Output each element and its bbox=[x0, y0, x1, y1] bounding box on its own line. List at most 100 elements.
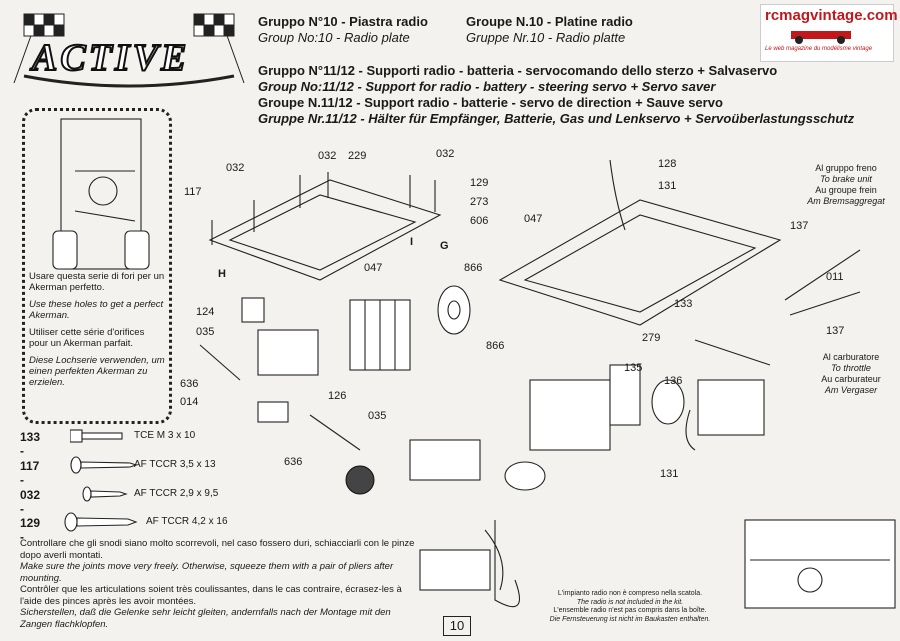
receiver-box-bottom bbox=[419, 549, 491, 591]
receiver-box bbox=[409, 439, 481, 481]
bolt-icon bbox=[70, 429, 123, 443]
callout-032: 032 bbox=[436, 148, 455, 160]
brake-unit-label: Al gruppo freno To brake unit Au groupe … bbox=[796, 163, 896, 207]
callout-128: 128 bbox=[658, 158, 677, 170]
callout-131: 131 bbox=[658, 180, 677, 192]
joints-note: Controllare che gli snodi siano molto sc… bbox=[20, 538, 420, 630]
callout-279: 279 bbox=[642, 332, 661, 344]
callout-H: H bbox=[218, 268, 226, 280]
chassis-bottom-inset bbox=[744, 519, 896, 609]
inset-it: Usare questa serie di fori per un Akerma… bbox=[29, 271, 165, 293]
header-line: Groupe N.11/12 - Support radio - batteri… bbox=[258, 95, 723, 110]
callout-047: 047 bbox=[524, 213, 543, 225]
legend-spec: TCE M 3 x 10 bbox=[134, 430, 196, 441]
callout-124: 124 bbox=[196, 306, 215, 318]
legend-num: 032 - bbox=[20, 488, 41, 516]
callout-G: G bbox=[440, 240, 449, 252]
legend-num: 133 - bbox=[20, 430, 41, 458]
callout-129: 129 bbox=[470, 177, 489, 189]
header-line: Gruppe Nr.11/12 - Hälter für Empfänger, … bbox=[258, 111, 855, 126]
radio-note-it: L'impianto radio non è compreso nella sc… bbox=[557, 590, 703, 597]
header-line: Gruppo N°10 - Piastra radio bbox=[258, 14, 428, 29]
pulley-wheel bbox=[437, 285, 471, 335]
note-en: Make sure the joints move very freely. O… bbox=[20, 561, 394, 584]
throttle-en: To throttle bbox=[831, 363, 871, 373]
radio-not-included-note: L'impianto radio non è compreso nella sc… bbox=[540, 590, 720, 624]
screw-legend: 133 - TCE M 3 x 10 117 - AF TCCR 3,5 x 1… bbox=[20, 429, 250, 544]
legend-spec: AF TCCR 2,9 x 9,5 bbox=[134, 488, 219, 499]
callout-137: 137 bbox=[826, 325, 845, 337]
page-number: 10 bbox=[443, 616, 471, 636]
callout-035: 035 bbox=[196, 326, 215, 338]
callout-133: 133 bbox=[674, 298, 693, 310]
inset-de: Diese Lochserie verwenden, um einen perf… bbox=[29, 355, 165, 388]
throttle-rod bbox=[789, 291, 861, 316]
callout-636: 636 bbox=[284, 456, 303, 468]
badge-title: rcmagvintage.com bbox=[765, 7, 898, 24]
rcmagvintage-badge[interactable]: rcmagvintage.com Le web magazine du modé… bbox=[760, 4, 898, 62]
legend-num: 117 - bbox=[20, 459, 40, 487]
brake-fr: Au groupe frein bbox=[815, 185, 877, 195]
callout-229: 229 bbox=[348, 150, 367, 162]
linkage-rod bbox=[199, 344, 241, 381]
antenna-tube bbox=[609, 159, 626, 231]
callout-866: 866 bbox=[464, 262, 483, 274]
header-line: Group No:11/12 - Support for radio - bat… bbox=[258, 79, 716, 94]
screw-icon bbox=[70, 456, 138, 474]
screw-icon bbox=[82, 486, 128, 502]
callout-606: 606 bbox=[470, 215, 489, 227]
callout-032: 032 bbox=[318, 150, 337, 162]
callout-126: 126 bbox=[328, 390, 347, 402]
callout-866: 866 bbox=[486, 340, 505, 352]
throttle-fr: Au carburateur bbox=[821, 374, 881, 384]
inset-fr: Utiliser cette série d'orifices pour un … bbox=[29, 327, 145, 349]
header-line: Gruppe Nr.10 - Radio platte bbox=[466, 30, 626, 45]
callout-117: 117 bbox=[184, 186, 202, 198]
callout-136: 136 bbox=[664, 375, 683, 387]
callout-273: 273 bbox=[470, 196, 489, 208]
legend-num: 129 - bbox=[20, 516, 41, 544]
radio-plate-right bbox=[498, 199, 782, 326]
note-fr: Contrôler que les articulations soient t… bbox=[20, 584, 402, 607]
callout-135: 135 bbox=[624, 362, 643, 374]
callout-014: 014 bbox=[180, 396, 199, 408]
radio-note-de: Die Fernsteuerung ist nicht im Baukasten… bbox=[549, 615, 711, 623]
logo-text: ACTIVE bbox=[31, 36, 190, 80]
callout-636: 636 bbox=[180, 378, 199, 390]
servo-saver bbox=[257, 401, 289, 423]
callout-011: 011 bbox=[826, 271, 844, 283]
note-de: Sicherstellen, daß die Gelenke sehr leic… bbox=[20, 607, 391, 630]
legend-spec: AF TCCR 3,5 x 13 bbox=[134, 459, 216, 470]
callout-035: 035 bbox=[368, 410, 387, 422]
throttle-label: Al carburatore To throttle Au carburateu… bbox=[806, 352, 896, 396]
akerman-inset: Usare questa serie di fori per un Akerma… bbox=[22, 108, 172, 424]
callout-131: 131 bbox=[660, 468, 679, 480]
inset-en: Use these holes to get a perfect Akerman… bbox=[29, 299, 164, 321]
screw-icon bbox=[64, 512, 138, 532]
servo-left bbox=[257, 329, 319, 376]
chassis-inset-drawing bbox=[52, 118, 150, 270]
exploded-assembly-drawing bbox=[199, 159, 896, 609]
callout-047: 047 bbox=[364, 262, 383, 274]
checkered-flags-icon bbox=[13, 13, 245, 88]
radio-note-fr: L'ensemble radio n'est pas compris dans … bbox=[553, 607, 707, 614]
badge-tagline: Le web magazine du modélisme vintage bbox=[765, 46, 873, 52]
header-col2: Groupe N.10 - Platine radio Gruppe Nr.10… bbox=[466, 14, 633, 46]
throttle-de: Am Vergaser bbox=[824, 385, 878, 395]
note-it: Controllare che gli snodi siano molto sc… bbox=[20, 538, 415, 561]
header-line: Gruppo N°11/12 - Supporti radio - batter… bbox=[258, 63, 778, 78]
header-group2: Gruppo N°11/12 - Supporti radio - batter… bbox=[258, 63, 854, 127]
brake-de: Am Bremsaggregat bbox=[807, 196, 885, 206]
radio-plate-left bbox=[208, 179, 442, 281]
callout-032: 032 bbox=[226, 162, 245, 174]
radio-note-en: The radio is not included in the kit. bbox=[576, 598, 684, 606]
throttle-servo bbox=[697, 379, 765, 436]
header-line: Groupe N.10 - Platine radio bbox=[466, 14, 633, 29]
brake-en: To brake unit bbox=[820, 174, 872, 184]
brake-rod bbox=[784, 249, 861, 301]
callout-137: 137 bbox=[790, 220, 809, 232]
callout-I: I bbox=[410, 236, 414, 248]
throttle-it: Al carburatore bbox=[822, 352, 880, 362]
brake-it: Al gruppo freno bbox=[815, 163, 877, 173]
header-line: Group No:10 - Radio plate bbox=[258, 30, 410, 45]
